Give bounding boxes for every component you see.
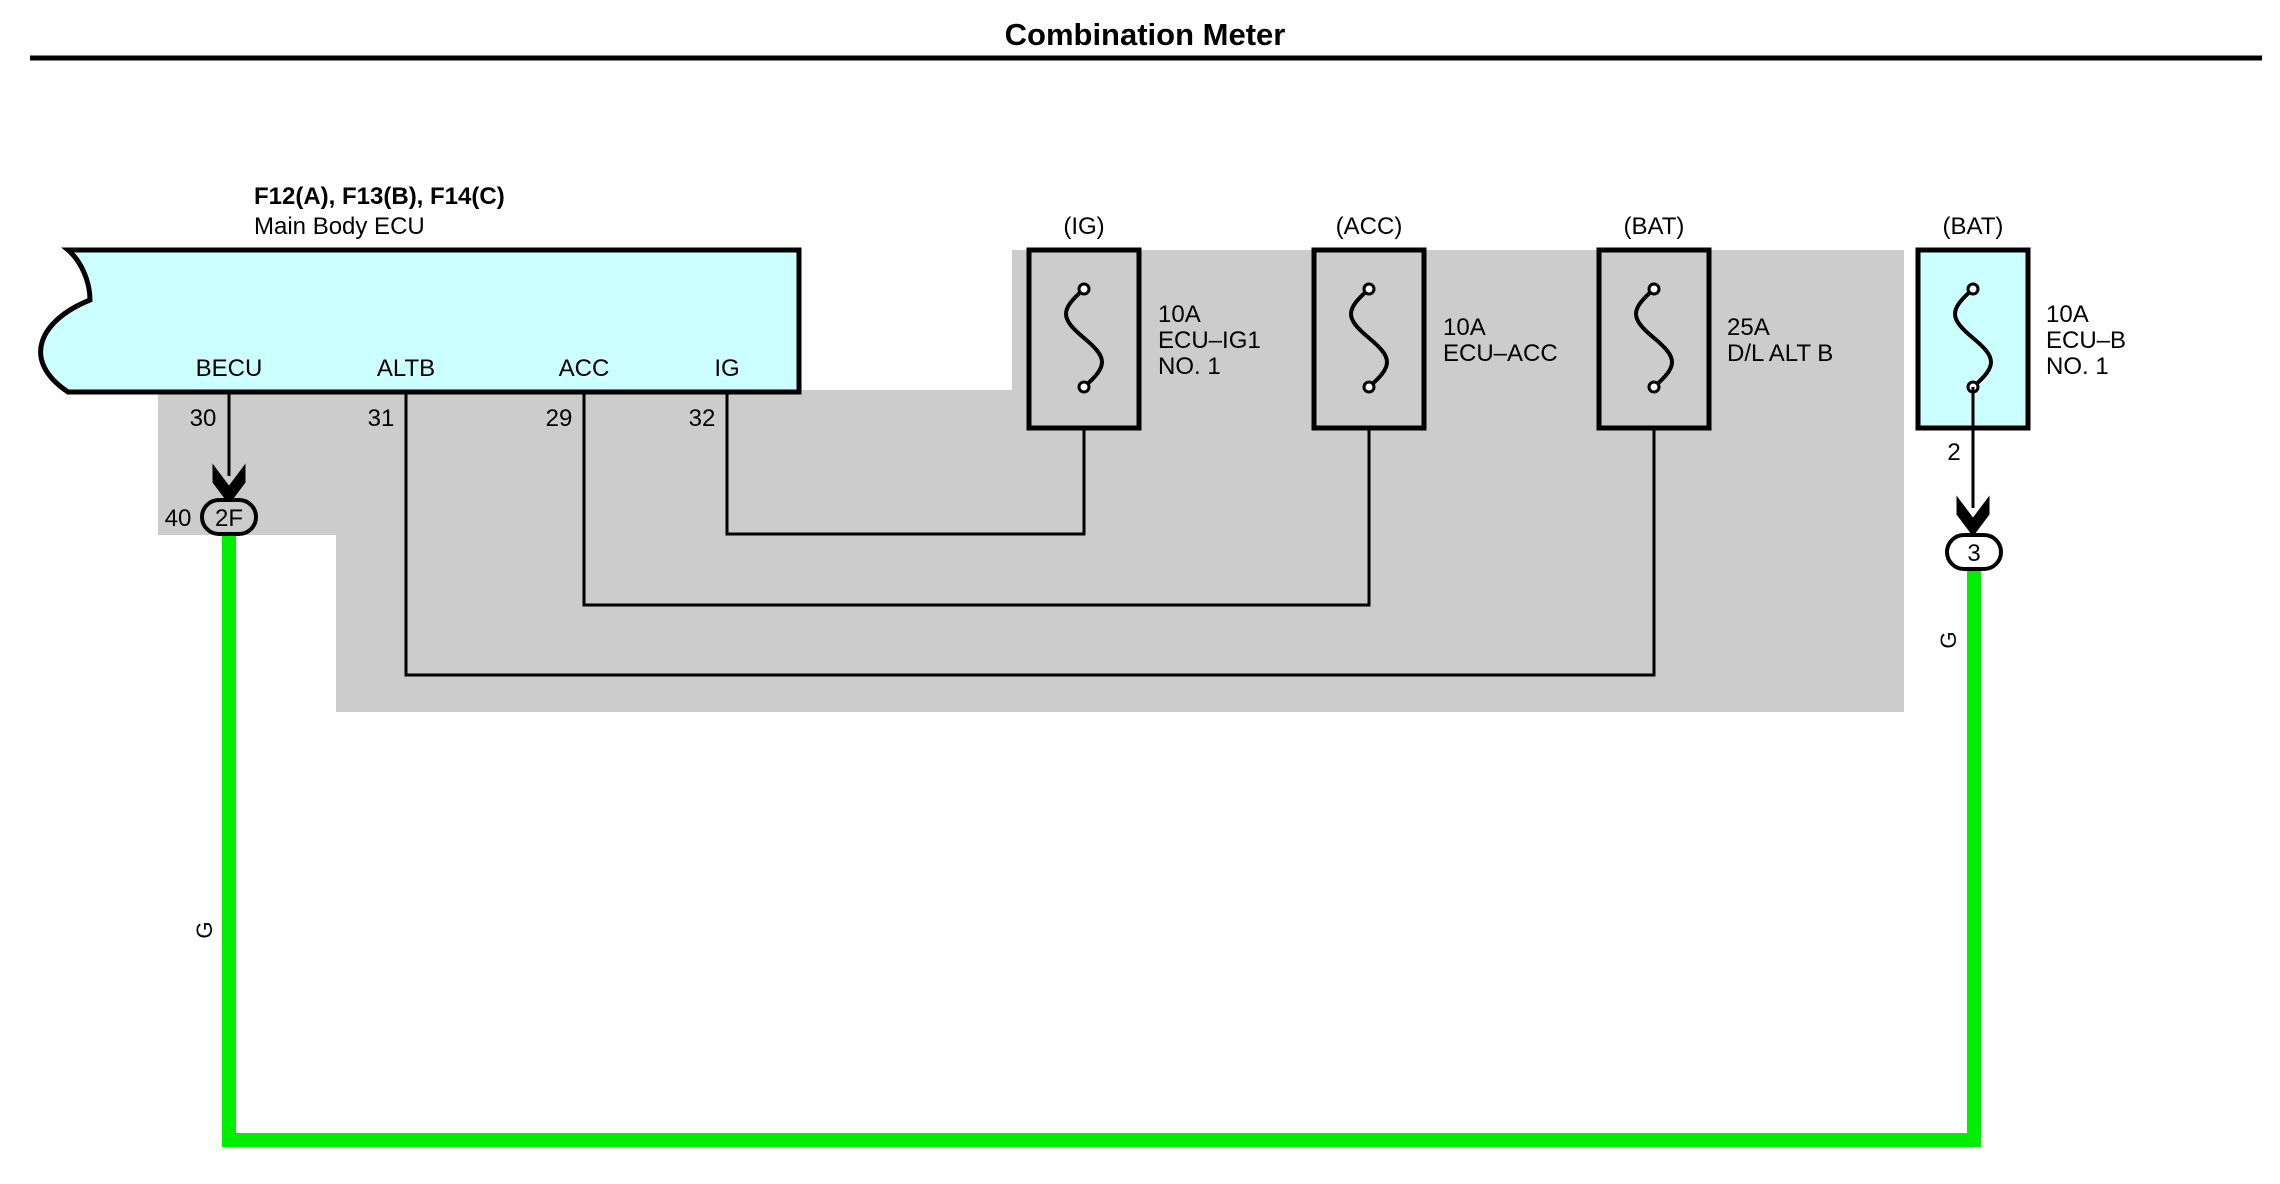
fuse-name-line2: NO. 1 (2046, 353, 2109, 380)
ecu-name-label: Main Body ECU (254, 213, 425, 240)
fuse-rating: 10A (1443, 314, 1486, 341)
green-wire (222, 536, 1981, 1147)
fuse-source-label: (IG) (1063, 213, 1104, 240)
wire-color-code-left: G (192, 921, 217, 938)
wire-altb (404, 392, 1656, 677)
fuse-name: ECU–ACC (1443, 340, 1558, 367)
connector-pin: 40 (165, 505, 192, 532)
connector-2f: 2F 40 (165, 498, 258, 536)
shaded-region (158, 250, 1904, 712)
fuse-rating: 10A (2046, 301, 2089, 328)
fuse-dl-alt-b: (BAT) 25A D/L ALT B (1596, 213, 1833, 431)
fuse-name: ECU–B (2046, 327, 2126, 354)
wire-ig (725, 392, 1086, 536)
ecu-connector-label: F12(A), F13(B), F14(C) (254, 183, 505, 210)
fuse-icon (1953, 287, 1993, 389)
pin-number-altb: 31 (368, 405, 395, 432)
connector-id: 2F (215, 505, 243, 532)
fuse-ecu-b: (BAT) 10A ECU–B NO. 1 (1915, 213, 2126, 431)
arrow-icon (212, 463, 246, 505)
pin-number-acc: 29 (546, 405, 573, 432)
fuse-icon (1634, 287, 1674, 389)
connector-3: 3 2 (1945, 439, 2003, 571)
fuse-source-label: (ACC) (1336, 213, 1403, 240)
wire-acc (582, 392, 1371, 607)
terminal-label-becu: BECU (196, 355, 263, 382)
fuse-rating: 25A (1727, 314, 1770, 341)
fuse-icon (1349, 287, 1389, 389)
fuse-name-line2: NO. 1 (1158, 353, 1221, 380)
connector-pin: 2 (1947, 439, 1960, 466)
fuse-rating: 10A (1158, 301, 1201, 328)
fuse-ecu-ig1: (IG) 10A ECU–IG1 NO. 1 (1026, 213, 1261, 431)
fuse-icon (1064, 287, 1104, 389)
terminal-label-ig: IG (714, 355, 739, 382)
ecu-box (38, 247, 802, 395)
fuse-name: D/L ALT B (1727, 340, 1833, 367)
pin-number-ig: 32 (689, 405, 716, 432)
terminal-label-altb: ALTB (377, 355, 435, 382)
terminal-label-acc: ACC (559, 355, 610, 382)
arrow-icon (1956, 495, 1990, 537)
page-title: Combination Meter (1005, 17, 1286, 52)
pin-number-becu: 30 (190, 405, 217, 432)
connector-id: 3 (1967, 540, 1980, 567)
wire-color-code-right: G (1936, 631, 1961, 648)
fuse-source-label: (BAT) (1624, 213, 1685, 240)
fuse-name: ECU–IG1 (1158, 327, 1261, 354)
fuse-source-label: (BAT) (1943, 213, 2004, 240)
